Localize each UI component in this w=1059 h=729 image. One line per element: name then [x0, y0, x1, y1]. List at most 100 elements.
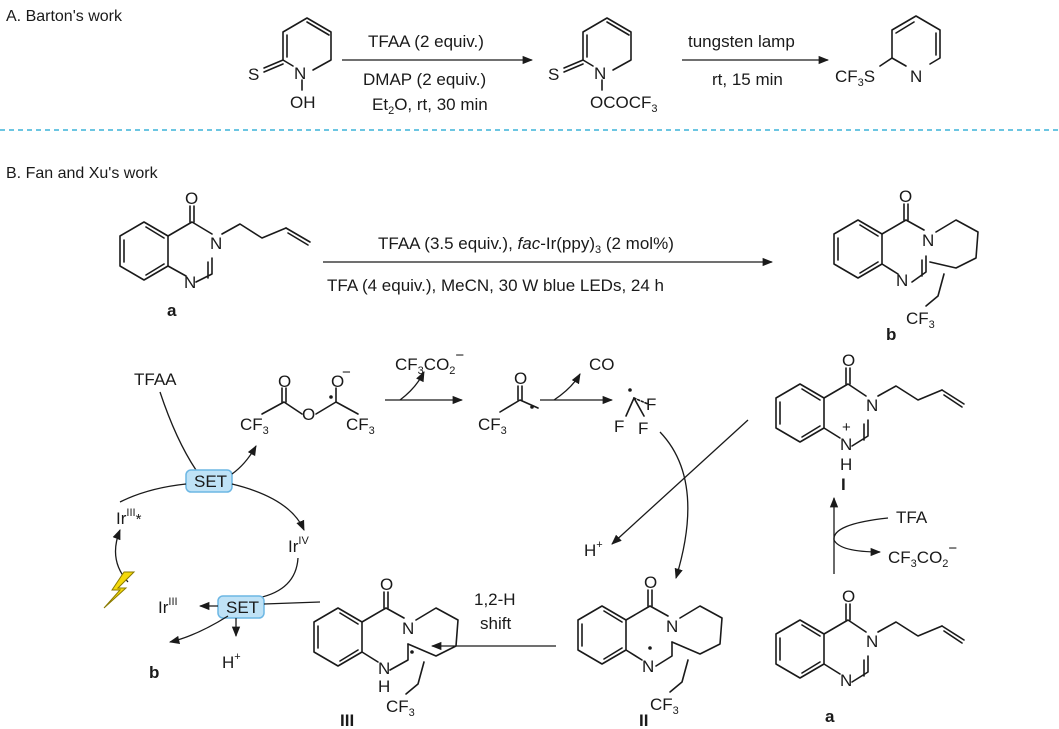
atom-h: H — [378, 677, 390, 696]
atom-n: N — [642, 657, 654, 676]
atom-oh: OH — [290, 93, 316, 112]
I-to-hplus-arrow — [611, 419, 749, 545]
roman-I: I — [841, 475, 846, 494]
cf3-acyl: CF3 — [478, 415, 507, 437]
compound-a-bottom: O N N a — [775, 587, 965, 726]
set-box-bottom — [217, 595, 265, 619]
atom-n: N — [866, 632, 878, 651]
iii-to-set-line — [263, 601, 321, 605]
atom-h: H — [840, 455, 852, 474]
f-2: F — [638, 419, 648, 438]
tfa-curved-arrow — [833, 517, 889, 557]
set-box-top — [185, 469, 233, 493]
atom-o: O — [302, 405, 315, 424]
hshift-line1: 1,2-H — [474, 590, 516, 609]
barton-start-material: S N OH — [248, 17, 332, 112]
atom-n: N — [378, 659, 390, 678]
step1-reagent-bottom: Et2O, rt, 30 min — [372, 95, 488, 117]
ir-iv: IrIV — [288, 535, 309, 556]
atom-s: S — [548, 65, 559, 84]
atom-o: O — [899, 187, 912, 206]
radical-dot — [648, 646, 652, 650]
atom-n: N — [922, 231, 934, 250]
atom-n: N — [402, 619, 414, 638]
atom-n: N — [294, 64, 306, 83]
hshift-line2: shift — [480, 614, 511, 633]
atom-n: N — [594, 64, 606, 83]
cycle-arc-left-top — [119, 483, 187, 503]
atom-o: O — [842, 587, 855, 606]
cf3-right: CF3 — [346, 415, 375, 437]
compound-a-label-bottom: a — [825, 707, 835, 726]
atom-n: N — [666, 617, 678, 636]
radical-dot — [410, 650, 414, 654]
atom-n: N — [184, 273, 196, 292]
section-a-title: A. Barton's work — [6, 8, 123, 25]
cf3-group: CF3 — [650, 695, 679, 717]
plus-sign: + — [842, 419, 851, 436]
cycle-arc-right — [231, 483, 305, 531]
f-3: F — [646, 395, 656, 414]
barton-product: CF3S N — [835, 15, 941, 89]
tfaa-to-set-arrow — [159, 391, 197, 471]
h-plus-middle: H+ — [584, 539, 603, 560]
tfaa-label: TFAA — [134, 370, 177, 389]
minus-sign: − — [342, 364, 351, 381]
atom-o: O — [514, 369, 527, 388]
cf3co2-anion-bottom: CF3CO2− — [888, 540, 957, 570]
barton-intermediate: S N OCOCF3 — [548, 17, 658, 115]
ir-iii-star: IrIII* — [116, 507, 142, 528]
f-1: F — [614, 417, 624, 436]
atom-n: N — [910, 67, 922, 86]
set-to-radical-arrow — [231, 445, 257, 475]
compound-II: O N N CF3 II — [577, 573, 723, 729]
h-plus-cycle: H+ — [222, 651, 241, 672]
compound-a-label: a — [167, 301, 177, 320]
compound-b-label: b — [886, 325, 896, 344]
main-reagent-top: TFAA (3.5 equiv.), fac-Ir(ppy)3 (2 mol%) — [378, 234, 674, 256]
lightning-icon — [103, 571, 136, 609]
set-label-top: SET — [194, 472, 227, 491]
cf3co2-anion-top: CF3CO2− — [395, 347, 464, 377]
acyl-radical: O CF3 — [478, 369, 539, 437]
co-label: CO — [589, 355, 615, 374]
atom-ocof3: OCOCF3 — [590, 93, 658, 115]
radical-dot — [329, 395, 333, 399]
radical-dot — [628, 388, 632, 392]
atom-o: O — [380, 575, 393, 594]
atom-o: O — [842, 351, 855, 370]
section-b-title: B. Fan and Xu's work — [6, 165, 159, 182]
tfa-label: TFA — [896, 508, 928, 527]
cycle-arc-irv-down — [257, 557, 299, 599]
main-reagent-bottom: TFA (4 equiv.), MeCN, 30 W blue LEDs, 24… — [327, 276, 664, 295]
atom-o: O — [644, 573, 657, 592]
atom-n: N — [866, 396, 878, 415]
atom-n: N — [210, 234, 222, 253]
step1-reagent-mid: DMAP (2 equiv.) — [363, 70, 486, 89]
step2-reagent-top: tungsten lamp — [688, 32, 795, 51]
atom-s: S — [248, 65, 259, 84]
product-cf3s: CF3S — [835, 67, 875, 89]
compound-a-top: O N N a — [119, 189, 311, 320]
curved-arrow-cf3co2 — [399, 371, 425, 401]
atom-o: O — [278, 372, 291, 391]
compound-b-top: O N N CF3 b — [833, 187, 979, 344]
compound-I: O N N + H I — [775, 351, 965, 494]
step1-reagent-top: TFAA (2 equiv.) — [368, 32, 484, 51]
cf3-group: CF3 — [906, 309, 935, 331]
radical-dot — [530, 405, 534, 409]
set-to-b-arrow — [168, 615, 229, 644]
step2-reagent-bottom: rt, 15 min — [712, 70, 783, 89]
tfaa-radical-anion: O O − O CF3 CF3 — [240, 364, 375, 437]
atom-o-minus: O — [331, 372, 344, 391]
cf3-left: CF3 — [240, 415, 269, 437]
atom-n: N — [840, 435, 852, 454]
curved-arrow-co — [553, 373, 581, 401]
atom-n: N — [896, 271, 908, 290]
atom-o: O — [185, 189, 198, 208]
cf3-radical: F F F — [614, 388, 656, 438]
set-label-bottom: SET — [226, 598, 259, 617]
roman-II: II — [639, 711, 648, 729]
atom-n: N — [840, 671, 852, 690]
